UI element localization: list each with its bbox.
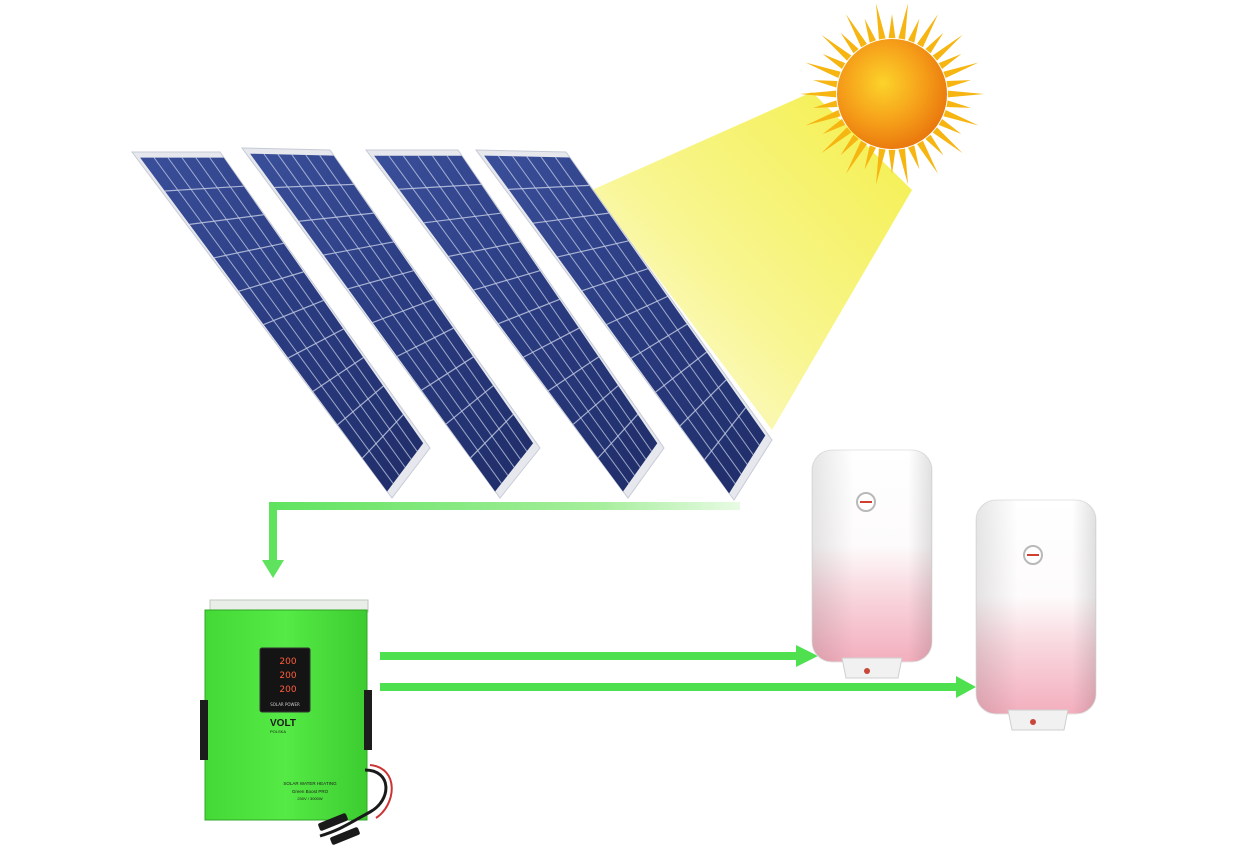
product-label: Green Boost PRO <box>292 789 329 794</box>
solar-panel-array <box>130 147 773 501</box>
water-heater-icon <box>811 449 933 679</box>
solar-panel-icon <box>130 151 431 499</box>
sun-ray <box>805 110 841 126</box>
sun-ray <box>840 134 859 156</box>
water-heater-icon <box>975 499 1097 731</box>
sun-ray <box>822 119 846 134</box>
sunbeam <box>592 92 912 430</box>
sun-ray <box>917 14 938 48</box>
sun-ray <box>813 100 838 108</box>
sun-ray <box>938 54 962 69</box>
sun-ray <box>888 14 896 39</box>
sun-ray <box>943 110 979 126</box>
sun-ray <box>822 54 846 69</box>
solar-panel-icon <box>240 147 541 499</box>
display-row: 200 <box>279 671 296 681</box>
sun-ray <box>846 140 867 174</box>
flow-arrow-icon <box>380 676 976 698</box>
sun-ray <box>932 127 963 154</box>
product-label: 230V / 3000W <box>297 796 323 801</box>
sun-ray <box>864 145 876 170</box>
sun-ray <box>947 90 984 98</box>
sun-ray <box>864 18 876 43</box>
sun-ray <box>932 34 963 61</box>
sun-ray <box>925 134 944 156</box>
sun-ray <box>800 90 837 98</box>
sun-ray <box>898 148 908 185</box>
sun-ray <box>840 32 859 54</box>
sun-ray <box>888 149 896 174</box>
controller-brand: VOLT <box>270 718 296 729</box>
sun-ray <box>946 80 971 88</box>
display-row: 200 <box>279 657 296 667</box>
flow-arrow-icon <box>262 502 740 578</box>
sun-ray <box>925 32 944 54</box>
sun-ray <box>846 14 867 48</box>
sun-ray <box>946 100 971 108</box>
display-caption: SOLAR POWER <box>270 702 300 707</box>
charge-controller-icon: 200 200 200 SOLAR POWER VOLT POLSKA SOLA… <box>200 599 393 845</box>
sun-ray <box>898 3 908 40</box>
flow-arrow-icon <box>380 645 818 667</box>
sun-icon <box>800 3 984 185</box>
sun-ray <box>821 127 852 154</box>
sun-ray <box>938 119 962 134</box>
sun-ray <box>876 148 886 185</box>
solar-panel-icon <box>474 149 773 501</box>
sun-ray <box>813 80 838 88</box>
solar-panel-icon <box>364 149 665 499</box>
product-label: SOLAR WATER HEATING <box>283 781 337 786</box>
sun-ray <box>821 34 852 61</box>
sun-ray <box>908 145 920 170</box>
sun-ray <box>876 3 886 40</box>
controller-brand-sub: POLSKA <box>270 729 286 734</box>
sun-ray <box>805 62 841 78</box>
sun-ray <box>943 62 979 78</box>
sun-ray <box>908 18 920 43</box>
display-row: 200 <box>279 685 296 695</box>
sun-ray <box>917 140 938 174</box>
controller-display: 200 200 200 SOLAR POWER <box>270 657 300 707</box>
